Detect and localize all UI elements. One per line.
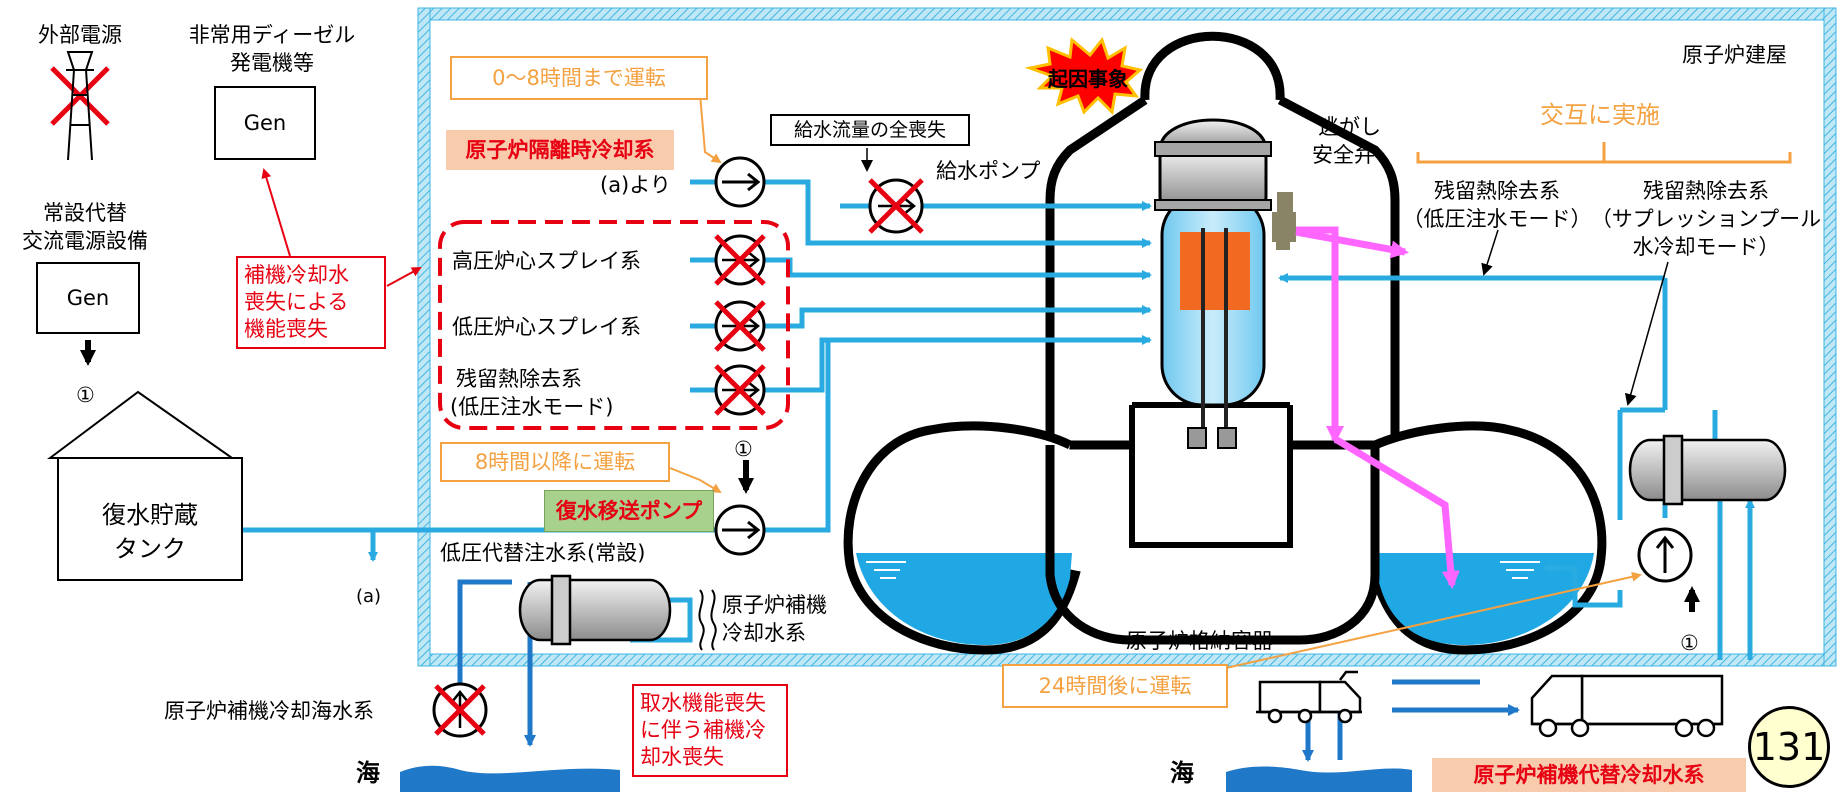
reactor-building-wall [417,7,1837,667]
feedwater-loss-box: 給水流量の全喪失 [770,114,970,146]
label-srv-2: 安全弁 [1312,143,1375,167]
label-rhr-right2-1: 残留熱除去系 [1643,179,1769,203]
label-rcsw: 原子炉補機冷却海水系 [164,699,374,723]
label-rhr-lpci-1: 残留熱除去系 [456,367,582,391]
circle-one-left: ① [76,383,95,407]
label-from-a: (a)より [600,173,671,197]
safety-relief-valve [1272,192,1296,250]
diesel-generator-box: Gen [214,86,316,160]
steam-relief-line [1295,226,1460,589]
intake-loss-callout: 取水機能喪失 に伴う補機冷 却水喪失 [632,684,788,777]
failed-systems-group [438,220,790,430]
condensate-storage-tank [47,390,243,581]
permanent-generator-box: Gen [36,262,140,334]
label-sea-right: 海 [1170,759,1194,787]
permanent-gen-label: Gen [66,286,110,310]
label-branch-a: (a) [356,586,382,607]
circle-one-right: ① [1680,631,1699,655]
page-number: 131 [1752,725,1826,769]
label-rhr-right1-2: （低圧注水モード） [1402,207,1592,231]
label-sea-left: 海 [356,759,380,787]
page-number-badge: 131 [1748,706,1830,788]
alt-aux-cooling-tag: 原子炉補機代替冷却水系 [1432,758,1746,792]
label-permanent-ac-2: 交流電源設備 [22,229,148,253]
label-rccw-1: 原子炉補機 [722,593,827,617]
label-emergency-diesel-1: 非常用ディーゼル [188,23,356,47]
label-initiating-event: 起因事象 [1048,67,1128,91]
label-containment: 原子炉格納容器 [1126,629,1273,653]
label-reactor-building: 原子炉建屋 [1682,43,1787,67]
sea-surface [400,765,1412,792]
label-condensate-tank-2: タンク [114,535,186,563]
label-rhr-right2-2: （サプレッションプール [1590,207,1822,231]
label-hpcs: 高圧炉心スプレイ系 [452,249,641,273]
run-0-8h-callout: 0～8時間まで運転 [450,56,708,100]
run-after-8h-callout: 8時間以降に運転 [440,442,670,482]
rcic-tag: 原子炉隔離時冷却系 [446,130,674,170]
run-after-24h-callout: 24時間後に運転 [1002,664,1228,708]
condensate-transfer-pump-tag: 復水移送ポンプ [544,490,714,532]
label-external-power: 外部電源 [38,23,122,47]
label-lpcs: 低圧炉心スプレイ系 [452,315,641,339]
label-permanent-ac-1: 常設代替 [43,201,127,225]
label-srv-1: 逃がし [1318,115,1381,139]
truck-icons [1256,670,1724,738]
label-condensate-tank-1: 復水貯蔵 [102,501,198,529]
transmission-tower-icon [66,51,94,161]
label-rhr-lpci-2: (低圧注水モード) [450,395,614,419]
label-low-pressure-alt: 低圧代替注水系(常設) [440,541,646,565]
reactor-vessel [1154,118,1272,449]
callout-arrows [261,93,1792,669]
label-feedwater-pump: 給水ポンプ [936,159,1041,183]
label-alternate: 交互に実施 [1540,101,1660,129]
break-mark [698,589,717,651]
diesel-gen-label: Gen [243,111,287,135]
label-rhr-right1-1: 残留熱除去系 [1434,179,1560,203]
power-arrows [80,340,1700,612]
heat-exchangers [518,434,1787,646]
label-emergency-diesel-2: 発電機等 [230,51,314,75]
aux-cooling-loss-callout: 補機冷却水 喪失による 機能喪失 [236,256,386,349]
label-rhr-right2-3: 水冷却モード） [1632,235,1780,259]
initiating-event-burst [1024,36,1144,116]
label-rccw-2: 冷却水系 [722,621,806,645]
circle-one-mid: ① [734,437,753,461]
